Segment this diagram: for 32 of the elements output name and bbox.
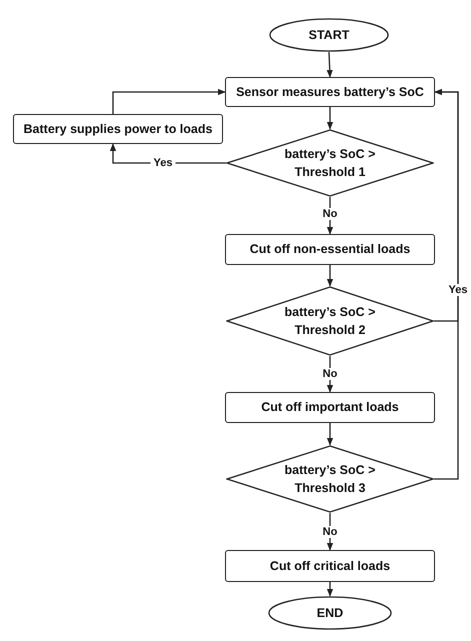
edge-label: Yes (150, 157, 176, 169)
process-box (225, 550, 435, 582)
arrow (326, 513, 334, 551)
node-label: Cut off non-essential loads (250, 241, 410, 258)
node-label: Battery supplies power to loads (24, 120, 212, 138)
process-box (225, 77, 435, 107)
terminal-ellipse (269, 18, 389, 52)
decision-diamond (226, 129, 434, 197)
node-label: END (316, 604, 344, 622)
arrow (326, 265, 334, 287)
arrow (434, 88, 459, 480)
arrow (112, 88, 226, 114)
arrow (326, 52, 333, 78)
node-label: Sensor measures battery’s SoC (236, 84, 424, 101)
arrow (326, 197, 334, 235)
arrow (326, 107, 334, 130)
node-label: START (308, 26, 350, 44)
node-label: battery’s SoC > Threshold 1 (284, 146, 376, 181)
arrow (326, 356, 334, 393)
terminal-ellipse (268, 596, 392, 630)
decision-diamond (226, 445, 434, 513)
node-label: battery’s SoC > Threshold 3 (284, 462, 376, 497)
arrow (326, 582, 334, 597)
node-label: Cut off important loads (261, 399, 399, 416)
process-box (13, 114, 223, 144)
arrow (326, 423, 334, 446)
decision-diamond (226, 286, 434, 356)
process-box (225, 234, 435, 265)
process-box (225, 392, 435, 423)
node-label: battery’s SoC > Threshold 2 (284, 304, 376, 339)
edge-label: Yes (446, 284, 470, 296)
node-label: Cut off critical loads (270, 558, 390, 575)
